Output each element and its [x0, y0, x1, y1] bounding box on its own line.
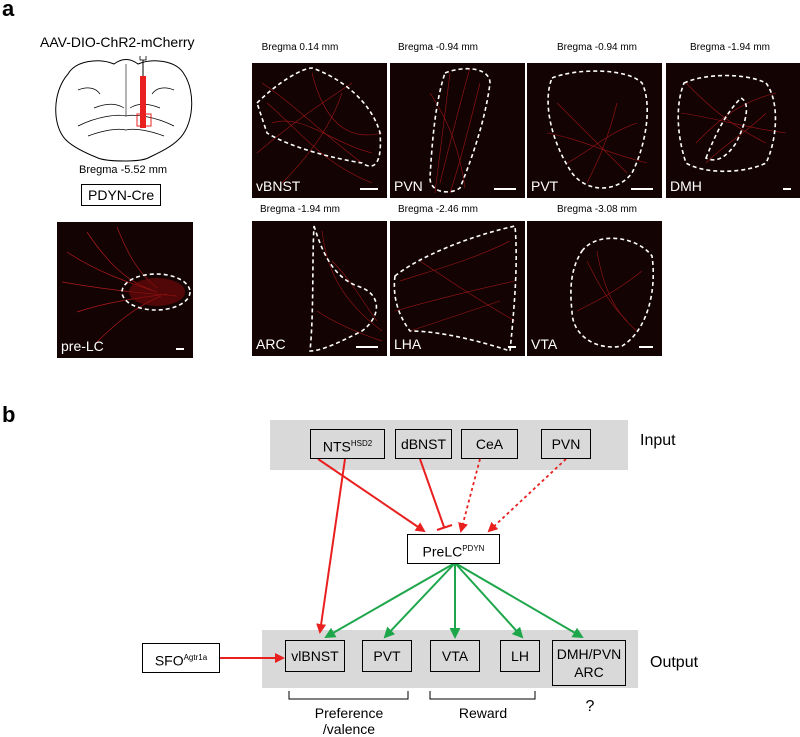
node-name: VTA: [441, 648, 469, 664]
node-name: SFO: [154, 652, 184, 669]
virus-label: AAV-DIO-ChR2-mCherry: [40, 34, 195, 50]
output-node-lh: LH: [500, 640, 540, 672]
hub-node-prelc: PreLCPDYN: [407, 534, 500, 564]
input-node-cea: CeA: [461, 429, 518, 459]
output-node-vta: VTA: [430, 640, 480, 672]
output-node-pvt: PVT: [362, 640, 412, 672]
node-name: PreLC: [422, 543, 463, 560]
output-node-dmh-pvn-arc: DMH/PVN ARC: [552, 640, 626, 686]
scale-bar: [356, 346, 378, 348]
bregma-label: Bregma 0.14 mm: [261, 42, 339, 53]
scale-bar: [508, 346, 516, 348]
pre-lc-micrograph: pre-LC: [57, 222, 193, 358]
micrograph-label: pre-LC: [61, 338, 104, 354]
input-node-pvn: PVN: [541, 429, 591, 459]
schematic-bregma: Bregma -5.52 mm: [79, 164, 168, 176]
bregma-label: Bregma -1.94 mm: [259, 204, 341, 215]
input-box: [270, 420, 628, 470]
node-line1: DMH/PVN: [556, 646, 622, 662]
node-name: PVN: [551, 436, 581, 452]
vbnst-micrograph: vBNST: [252, 63, 387, 198]
panel-b-letter: b: [2, 402, 16, 427]
micrograph-label: PVT: [531, 178, 559, 194]
group-label-preference: Preference /valence: [289, 705, 409, 737]
node-name: LH: [511, 648, 529, 664]
scale-bar: [639, 346, 653, 348]
lha-micrograph: LHA: [390, 221, 525, 356]
micrograph-label: DMH: [670, 178, 702, 194]
sfo-node: SFOAgtr1a: [142, 643, 220, 673]
scale-bar: [360, 188, 378, 190]
bregma-label: Bregma -0.94 mm: [397, 42, 479, 53]
micrograph-label: ARC: [256, 336, 286, 352]
arc-micrograph: ARC: [252, 221, 387, 356]
dmh-micrograph: DMH: [666, 63, 800, 198]
scale-bar: [783, 188, 791, 190]
group-line1: Preference: [314, 705, 384, 721]
node-name: PVT: [373, 648, 401, 664]
group-line2: /valence: [322, 721, 376, 737]
output-label: Output: [650, 654, 699, 671]
group-label-reward: Reward: [458, 705, 508, 721]
node-sup: PDYN: [462, 544, 485, 553]
mouse-line-label: PDYN-Cre: [81, 184, 162, 206]
input-node-dbnst: dBNST: [395, 429, 452, 459]
brain-section-schematic: [55, 56, 193, 162]
node-name: vlBNST: [291, 648, 339, 664]
vta-micrograph: VTA: [527, 221, 662, 356]
input-label: Input: [640, 432, 676, 449]
output-node-vlbnst: vlBNST: [285, 640, 345, 672]
group-label-unknown: ?: [585, 698, 595, 715]
input-node-nts: NTSHSD2: [310, 429, 385, 459]
micrograph-label: VTA: [531, 336, 558, 352]
bregma-label: Bregma -0.94 mm: [556, 42, 638, 53]
panel-a-letter: a: [2, 0, 15, 21]
node-sup: HSD2: [350, 439, 373, 448]
bregma-label: Bregma -2.46 mm: [397, 204, 479, 215]
node-name: dBNST: [400, 436, 447, 452]
micrograph-label: vBNST: [256, 178, 301, 194]
pvn-micrograph: PVN: [390, 63, 525, 198]
scale-bar: [176, 348, 184, 350]
bregma-label: Bregma -3.08 mm: [556, 204, 638, 215]
node-sup: Agtr1a: [183, 653, 208, 662]
micrograph-label: LHA: [394, 336, 422, 352]
node-line2: ARC: [574, 664, 604, 680]
pvt-micrograph: PVT: [527, 63, 662, 198]
scale-bar: [494, 188, 516, 190]
node-name: CeA: [475, 436, 504, 452]
output-box: [262, 630, 638, 688]
bregma-label: Bregma -1.94 mm: [689, 42, 771, 53]
micrograph-label: PVN: [394, 178, 423, 194]
scale-bar: [631, 188, 653, 190]
node-name: NTS: [322, 438, 351, 455]
